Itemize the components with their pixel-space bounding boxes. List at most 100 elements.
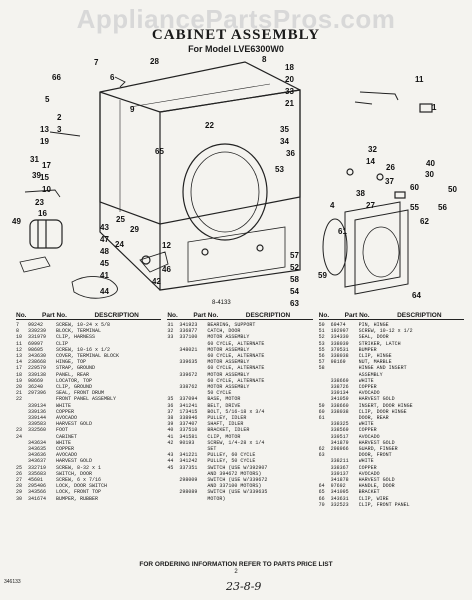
part-number: 338038 <box>330 408 349 415</box>
part-description: SCREW, 10-12 x 1/2 <box>358 328 413 335</box>
callout-26: 26 <box>386 163 395 172</box>
part-number-index: 33 <box>167 334 174 341</box>
part-description: BEARING, SUPPORT <box>207 322 256 328</box>
part-number: 339137 <box>330 470 349 477</box>
watermark: AppliancePartsPros.com <box>76 4 396 34</box>
part-number: 379531 <box>330 346 349 353</box>
callout-54: 54 <box>290 287 299 296</box>
part-description: WHITE <box>56 439 72 446</box>
parts-row: 50 CYCLE <box>167 390 312 396</box>
part-description: CLIP <box>56 340 69 347</box>
part-number-index: 43 <box>167 452 174 459</box>
callout-3: 3 <box>57 125 62 134</box>
callout-35: 35 <box>280 125 289 134</box>
part-number-index: 23 <box>16 427 23 434</box>
part-description: SCREW, 8-32 x 1 <box>56 464 102 471</box>
part-description: COVER, TERMINAL BLOCK <box>56 353 120 360</box>
part-number-index: 29 <box>16 489 23 496</box>
part-description: STRAP, GROUND <box>56 365 96 372</box>
part-number-index: 44 <box>167 458 174 465</box>
part-number-index: 8 <box>16 328 20 335</box>
part-number: 339239 <box>28 328 47 335</box>
callout-14: 14 <box>366 157 375 166</box>
part-description: SCREW, 6 x 7/16 <box>56 477 102 484</box>
part-description: CLIP, GROUND <box>56 384 93 391</box>
part-number: 298089 <box>179 489 198 496</box>
callout-28: 28 <box>150 57 159 66</box>
part-number-index: 51 <box>318 328 325 335</box>
part-description: MOTOR ASSEMBLY <box>207 359 250 366</box>
part-number: 339635 <box>179 359 198 366</box>
part-description: SWITCH (USE W/339672 <box>207 477 268 484</box>
callout-38: 38 <box>356 189 365 198</box>
part-number-index <box>167 496 179 502</box>
part-number-index: 57 <box>318 359 325 366</box>
part-description: MOTOR ASSEMBLY <box>207 334 250 341</box>
part-number: 337351 <box>179 464 198 471</box>
part-description: PULLEY, 60 CYCLE <box>207 452 256 459</box>
part-number-index: 60 <box>318 408 325 415</box>
part-description: LOCK, DOOR SWITCH <box>56 483 108 490</box>
callout-49: 49 <box>12 217 21 226</box>
door-opening <box>182 143 268 241</box>
part-description: DOOR, REAR <box>358 415 389 422</box>
part-number: 338038 <box>330 353 349 360</box>
part-description: AVOCADO <box>358 433 380 440</box>
part-description: MOTOR) <box>207 495 226 502</box>
part-description: STRIKER, LATCH <box>358 340 401 347</box>
part-description: CLIP, HARNESS <box>56 334 96 341</box>
part-number: 339672 <box>179 371 198 378</box>
callout-47: 47 <box>100 235 109 244</box>
part-description: BRACKET, IDLER <box>207 427 250 434</box>
part-number: 98669 <box>28 377 44 384</box>
model-subtitle: For Model LVE6300W0 <box>188 44 284 54</box>
part-description: HARVEST GOLD <box>358 396 395 403</box>
callout-20: 20 <box>285 75 294 84</box>
parts-row: ASSEMBLY <box>319 372 464 378</box>
part-number-index: 64 <box>318 483 325 490</box>
part-number: 337407 <box>179 421 198 428</box>
part-number: 341059 <box>330 396 349 403</box>
part-number: 90193 <box>179 439 195 446</box>
part-number: 331979 <box>28 334 47 341</box>
part-number: 338669 <box>330 377 349 384</box>
callout-19: 19 <box>40 137 49 146</box>
part-description: HARVEST GOLD <box>56 458 93 465</box>
callout-7: 7 <box>94 58 99 67</box>
part-description: SCREW, 1/4-28 x 1/4 <box>207 439 265 446</box>
callout-21: 21 <box>285 99 294 108</box>
parts-row: 339635 MOTOR ASSEMBLY <box>167 359 312 365</box>
part-description: WHITE <box>358 421 374 428</box>
callout-16: 16 <box>38 209 47 218</box>
part-description: HARVEST GOLD <box>358 439 395 446</box>
part-number-index: 14 <box>16 359 23 366</box>
part-number-index: 55 <box>318 346 325 353</box>
part-number: 332523 <box>330 501 349 508</box>
part-description: AVOCADO <box>358 470 380 477</box>
column-header: No. Part No. DESCRIPTION <box>318 312 464 320</box>
part-number: 338946 <box>179 415 198 422</box>
